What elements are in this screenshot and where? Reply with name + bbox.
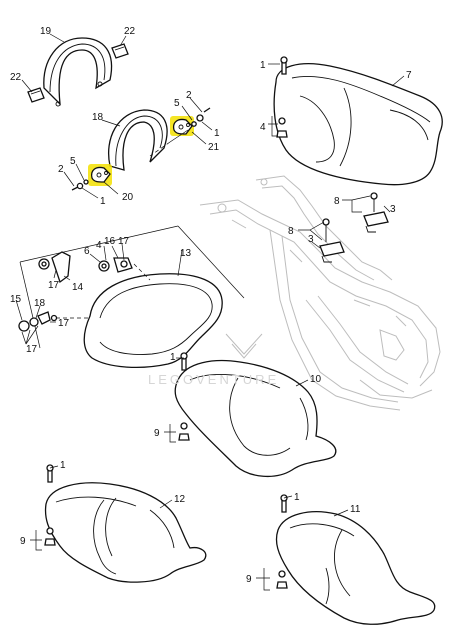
callout-label: 4 [96,240,102,251]
callout-label: 8 [288,226,294,237]
callout-label: 6 [84,246,90,257]
clip-22-upper [111,43,129,59]
seat-11 [275,511,436,625]
fastener-set-12 [44,527,56,546]
watermark-text: LEGOVENTURE [148,372,279,387]
fastener-set-7 [276,117,288,138]
callout-label: 20 [122,192,134,203]
grab-strap-18 [108,109,168,171]
callout-label: 21 [208,142,220,153]
callout-label: 1 [214,128,220,139]
callout-label: 17 [118,236,130,247]
grab-strap-19 [43,37,113,107]
seat-10 [174,359,337,477]
leader-lines [15,33,405,591]
callout-label: 5 [70,156,76,167]
callout-label: 14 [72,282,84,293]
screw-10 [180,352,188,371]
callout-label: 22 [124,26,136,37]
fastener-set-10 [178,422,190,441]
callout-label: 18 [92,112,104,123]
callout-label: 5 [174,98,180,109]
callout-label: 9 [246,574,252,585]
screw-11 [280,494,288,513]
callout-label: 12 [174,494,186,505]
bracket-20 [88,164,112,186]
callout-label: 10 [310,374,322,385]
callout-label: 15 [10,294,22,305]
frame-outline [199,175,441,411]
callout-label: 13 [180,248,192,259]
callout-labels: 19 22 22 18 2 5 1 21 2 5 1 20 1 7 4 8 3 … [10,26,412,585]
callout-label: 1 [170,352,176,363]
fastener-set-11 [276,570,288,589]
callout-label: 1 [294,492,300,503]
callout-label: 9 [154,428,160,439]
callout-label: 1 [60,460,66,471]
bracket-21 [170,116,194,136]
seat-7 [273,63,443,186]
callout-label: 8 [334,196,340,207]
backrest-hardware [18,251,151,332]
screw-7 [280,56,288,75]
callout-label: 19 [40,26,52,37]
callout-label: 1 [260,60,266,71]
seat-12 [44,482,207,583]
watermark: LEGOVENTURE [148,333,279,387]
bracket-3-upper [363,192,389,233]
callout-label: 9 [20,536,26,547]
callout-label: 7 [406,70,412,81]
bracket-3-lower [319,218,345,263]
callout-label: 22 [10,72,22,83]
callout-label: 11 [350,504,361,515]
fasteners-upper-bracket [149,107,211,157]
callout-label: 17 [58,318,70,329]
callout-label: 2 [186,90,192,101]
callout-label: 3 [390,204,396,215]
callout-label: 3 [308,234,314,245]
callout-label: 16 [104,236,116,247]
callout-label: 2 [58,164,64,175]
callout-label: 4 [260,122,266,133]
callout-label: 17 [48,280,60,291]
backrest-13 [83,273,223,368]
callout-label: 17 [26,344,38,355]
fasteners-lower-bracket [71,179,89,191]
callout-label: 18 [34,298,46,309]
callout-label: 1 [100,196,106,207]
backrest-panel-outline [19,225,245,349]
